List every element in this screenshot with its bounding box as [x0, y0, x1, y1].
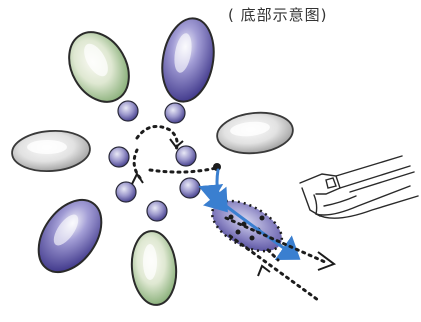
gem-purple-bottom-left-icon	[26, 188, 114, 283]
gem-purple-top-icon	[156, 14, 220, 105]
bead-icon	[116, 182, 136, 202]
hand-icon	[300, 156, 418, 218]
blue-flow-arrow-icon	[211, 188, 212, 200]
gem-gray-left-icon	[11, 128, 92, 173]
bead-icon	[176, 146, 196, 166]
bead-icon	[165, 103, 185, 123]
gem-green-bottom-icon	[129, 229, 179, 307]
bead-icon	[118, 101, 138, 121]
bead-icon	[180, 178, 200, 198]
bead-icon	[109, 147, 129, 167]
bead-ring	[109, 101, 200, 221]
circulation-path	[134, 126, 216, 178]
gem-green-top-left-icon	[57, 21, 141, 112]
flow-arrow-icon	[132, 174, 143, 184]
gem-gray-top-right-icon	[215, 109, 295, 157]
bead-icon	[147, 201, 167, 221]
